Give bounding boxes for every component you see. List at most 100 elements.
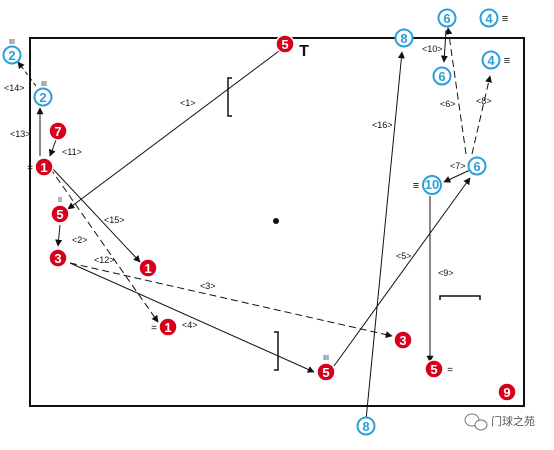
ball-mark: =: [447, 365, 453, 376]
ball-body: [34, 157, 54, 177]
gate-1: [227, 77, 232, 117]
step-label-11: <11>: [62, 147, 82, 157]
watermark: 门球之苑: [464, 413, 535, 431]
goal-mark: T: [299, 43, 309, 60]
ball-number: 5: [281, 37, 288, 52]
ball-mark: ≡: [502, 13, 508, 25]
ball-number: 7: [54, 124, 61, 139]
ball-2-blue: 2 III: [33, 81, 53, 107]
ball-7-red: 7: [48, 121, 68, 141]
ball-4-blue-mid: 4 ≡: [481, 50, 510, 70]
shot-line-3: [69, 262, 393, 339]
step-label-12: <12>: [94, 255, 115, 265]
shot-line-16: [365, 51, 405, 421]
ball-mark: III: [41, 81, 47, 88]
step-label-14: <14>: [4, 83, 25, 93]
shot-line-7: [443, 169, 471, 183]
step-label-10: <10>: [422, 44, 443, 54]
ball-mark: =: [27, 163, 33, 174]
step-label-3: <3>: [200, 281, 216, 291]
ball-body: [158, 317, 178, 337]
ball-body: [393, 330, 413, 350]
shot-line-14: [17, 61, 37, 87]
ball-body: [48, 121, 68, 141]
ball-body: [422, 175, 442, 195]
shot-line-15: [51, 167, 141, 263]
ball-body: [424, 359, 444, 379]
ball-number: 6: [443, 11, 450, 26]
ball-mark: II: [58, 197, 62, 204]
ball-number: 8: [400, 31, 407, 46]
ball-mark: ≡: [504, 55, 510, 67]
ball-6-blue-top: 6: [437, 8, 457, 28]
ball-6-blue-right: 6: [467, 156, 487, 176]
ball-body: [356, 416, 376, 436]
ball-number: 8: [362, 419, 369, 434]
ball-5-red-left: 5 II: [50, 197, 70, 224]
step-label-6: <6>: [440, 99, 456, 109]
ball-8-blue-top: 8: [394, 28, 414, 48]
step-label-1: <1>: [180, 98, 196, 108]
wechat-icon: [464, 413, 488, 431]
ball-number: 5: [430, 362, 437, 377]
shot-line-11: [48, 139, 57, 157]
ball-body: [33, 87, 53, 107]
ball-body: [50, 204, 70, 224]
step-label-8: <8>: [476, 96, 492, 106]
ball-2-blue-top: 2 III: [2, 39, 22, 65]
ball-number: 1: [164, 320, 171, 335]
ball-1-red-low: 1 =: [151, 317, 178, 337]
ball-number: 3: [399, 333, 406, 348]
shot-line-8: [471, 75, 492, 155]
gate-2: [439, 295, 481, 300]
ball-10-blue: 10 ≡: [413, 175, 442, 195]
ball-number: 2: [39, 90, 46, 105]
gate-3: [274, 331, 279, 371]
ball-number: 5: [322, 365, 329, 380]
watermark-text: 门球之苑: [491, 414, 535, 428]
ball-number: 4: [487, 53, 495, 68]
step-label-2: <2>: [72, 235, 88, 245]
ball-body: [316, 362, 336, 382]
ball-body: [481, 50, 501, 70]
ball-body: [432, 66, 452, 86]
ball-body: [394, 28, 414, 48]
step-label-16: <16>: [372, 120, 393, 130]
ball-body: [48, 248, 68, 268]
ball-mark: ≡: [413, 180, 419, 192]
ball-mark: III: [9, 39, 15, 46]
ball-number: 4: [485, 11, 493, 26]
shot-line-10: [440, 29, 448, 63]
ball-4-blue-top: 4 ≡: [479, 8, 508, 28]
ball-number: 1: [144, 261, 151, 276]
court-boundary: [29, 37, 525, 407]
step-label-7: <7>: [450, 161, 466, 171]
ball-mark: III: [323, 355, 329, 362]
shot-line-1: [67, 50, 280, 210]
step-label-5: <5>: [396, 251, 412, 261]
ball-number: 6: [438, 69, 445, 84]
ball-6-blue-mid: 6: [432, 66, 452, 86]
ball-number: 3: [54, 251, 61, 266]
step-label-9: <9>: [438, 268, 454, 278]
ball-number: 6: [473, 159, 480, 174]
ball-number: 9: [503, 385, 510, 400]
ball-number: 10: [425, 177, 439, 192]
step-label-15: <15>: [104, 215, 125, 225]
ball-8-blue-bottom: 8: [356, 416, 376, 436]
center-pole: [273, 218, 279, 224]
shot-lines: [17, 27, 492, 421]
shot-line-12: [49, 167, 159, 323]
shot-line-6: [445, 27, 467, 155]
ball-body: [467, 156, 487, 176]
shot-line-5: [333, 177, 471, 367]
shot-line-4: [69, 262, 315, 373]
ball-number: 5: [56, 207, 63, 222]
ball-number: 1: [40, 160, 47, 175]
ball-body: [2, 45, 22, 65]
ball-5-red-right: 5 =: [424, 359, 453, 379]
ball-body: [437, 8, 457, 28]
balls-layer: 2 III 2 III 7 1 = 5 5 II: [2, 8, 517, 436]
step-label-4: <4>: [182, 320, 198, 330]
